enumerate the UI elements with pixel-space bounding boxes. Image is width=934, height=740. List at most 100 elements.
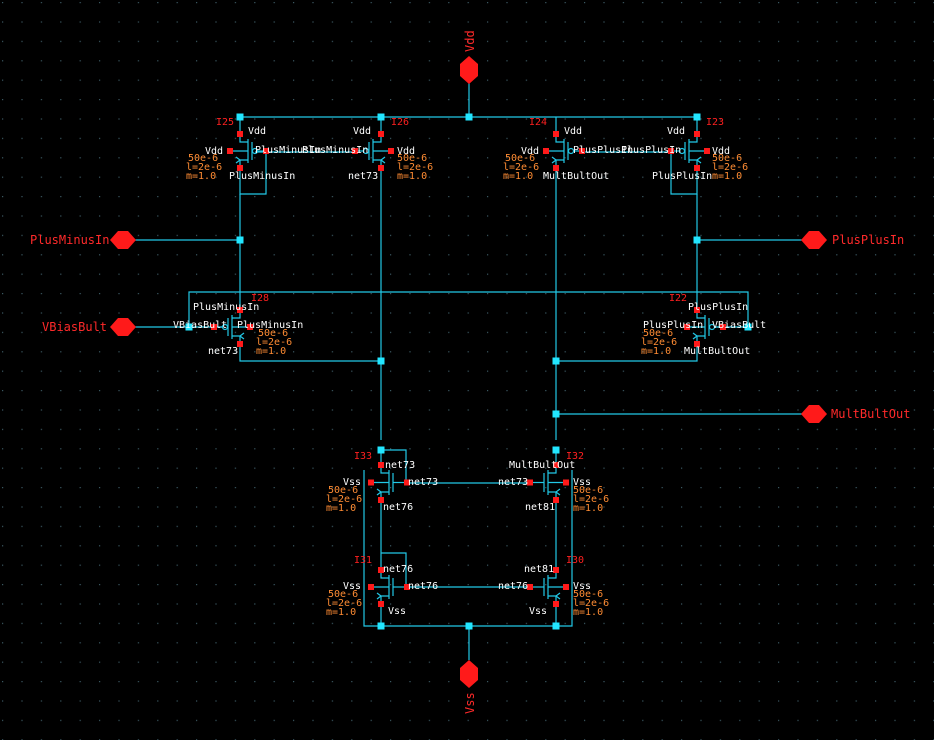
inst-i22-name: I22: [669, 293, 687, 304]
inst-i31-m: m=1.0: [326, 607, 356, 618]
junction-dot: [552, 410, 560, 418]
inst-i23-source: Vdd: [712, 146, 730, 157]
terminal-pin: [404, 479, 410, 486]
inst-i23-w: 50e-6: [712, 153, 742, 164]
pin-vdd-label: Vdd: [463, 30, 477, 52]
inst-i24-name: I24: [529, 117, 547, 128]
inst-i28-drain: net73: [208, 346, 238, 357]
junction-dot: [552, 446, 560, 454]
terminal-pin: [579, 148, 585, 154]
inst-i25-body: Vdd: [248, 126, 266, 137]
junction-dot: [377, 113, 385, 121]
terminal-pin: [553, 165, 559, 171]
inst-i22-l: l=2e-6: [641, 337, 677, 348]
inst-i32-body: Vss: [573, 477, 591, 488]
inst-i26-body: Vdd: [353, 126, 371, 137]
inst-i22-m: m=1.0: [641, 346, 671, 357]
inst-i30-bottom: Vss: [529, 606, 547, 617]
inst-i28-source: PlusMinusIn: [237, 320, 303, 331]
junction-dot: [465, 113, 473, 121]
inst-i33-w: 50e-6: [328, 485, 358, 496]
inst-i32-name: I32: [566, 451, 584, 462]
pin-mult-out-label: MultBultOut: [831, 407, 910, 421]
terminal-pin: [553, 567, 559, 573]
pin-plus-minus-in-label: PlusMinusIn: [30, 233, 109, 247]
inst-i22-body: PlusPlusIn: [688, 302, 748, 313]
inst-i24-gate: PlusPlusIn: [573, 145, 633, 156]
inst-i23-gate: PlusPlusIn: [621, 145, 681, 156]
terminal-pin: [553, 497, 559, 503]
inst-i30-m: m=1.0: [573, 607, 603, 618]
inst-i30-name: I30: [566, 555, 584, 566]
terminal-pin: [694, 341, 700, 347]
inst-i25-w: 50e-6: [188, 153, 218, 164]
inst-i32-bottom: net81: [525, 502, 555, 513]
inst-i28-body: PlusMinusIn: [193, 302, 259, 313]
junction-dot: [552, 357, 560, 365]
pin-vbias-label: VBiasBult: [42, 320, 107, 334]
inst-i24-source: Vdd: [521, 146, 539, 157]
terminal-pin: [378, 601, 384, 607]
terminal-pin: [694, 307, 700, 313]
inst-i25-drain: PlusMinusIn: [229, 171, 295, 182]
inst-i31-name: I31: [354, 555, 372, 566]
inst-i23-name: I23: [706, 117, 724, 128]
junction-dot: [236, 236, 244, 244]
terminal-pin: [368, 584, 374, 590]
inst-i26-source: Vdd: [397, 146, 415, 157]
terminal-pins: [211, 131, 726, 607]
terminal-pin: [563, 584, 569, 590]
junction-dot: [377, 357, 385, 365]
inst-i33-m: m=1.0: [326, 503, 356, 514]
inst-i31-l: l=2e-6: [326, 598, 362, 609]
transistor-i28[interactable]: [214, 310, 250, 344]
terminal-pin: [404, 584, 410, 590]
inst-i30-w: 50e-6: [573, 589, 603, 600]
terminal-pin: [553, 462, 559, 468]
inst-i25-source: Vdd: [205, 146, 223, 157]
inst-i28-w: 50e-6: [258, 328, 288, 339]
terminal-pin: [237, 341, 243, 347]
pin-plus-plus-in[interactable]: [801, 231, 827, 249]
inst-i31-bottom: Vss: [388, 606, 406, 617]
inst-i28-name: I28: [251, 293, 269, 304]
terminal-pin: [668, 148, 674, 154]
inst-i31-w: 50e-6: [328, 589, 358, 600]
terminal-pin: [352, 148, 358, 154]
junction-dot: [185, 323, 193, 331]
terminal-pin: [527, 584, 533, 590]
inst-i31-top: net76: [383, 564, 413, 575]
inst-i28-m: m=1.0: [256, 346, 286, 357]
terminal-pin: [211, 324, 217, 330]
terminal-pin: [563, 479, 569, 486]
terminal-pin: [527, 479, 533, 486]
pin-vdd[interactable]: [460, 56, 478, 84]
pin-vbias[interactable]: [110, 318, 136, 336]
inst-i30-gate: net76: [498, 581, 528, 592]
pin-plus-minus-in[interactable]: [110, 231, 136, 249]
inst-i26-l: l=2e-6: [397, 162, 433, 173]
pin-vss-label: Vss: [463, 692, 477, 714]
pin-mult-out[interactable]: [801, 405, 827, 423]
inst-i22-gate: VBiasBult: [712, 320, 766, 331]
terminal-pin: [378, 165, 384, 171]
inst-i22-source: PlusPlusIn: [643, 320, 703, 331]
terminal-pin: [388, 148, 394, 154]
inst-i25-name: I25: [216, 117, 234, 128]
junction-dot: [236, 113, 244, 121]
junction-dot: [744, 323, 752, 331]
inst-i33-body: Vss: [343, 477, 361, 488]
inst-i23-l: l=2e-6: [712, 162, 748, 173]
terminal-pin: [553, 131, 559, 137]
terminal-pin: [694, 131, 700, 137]
inst-i26-w: 50e-6: [397, 153, 427, 164]
junction-dot: [465, 622, 473, 630]
io-pins[interactable]: [110, 56, 827, 688]
pin-vss[interactable]: [460, 660, 478, 688]
junction-dot: [552, 622, 560, 630]
inst-i26-gate: PlusMinusIn: [302, 145, 368, 156]
terminal-pin: [378, 497, 384, 503]
terminal-pin: [227, 148, 233, 154]
inst-i33-top: net73: [385, 460, 415, 471]
